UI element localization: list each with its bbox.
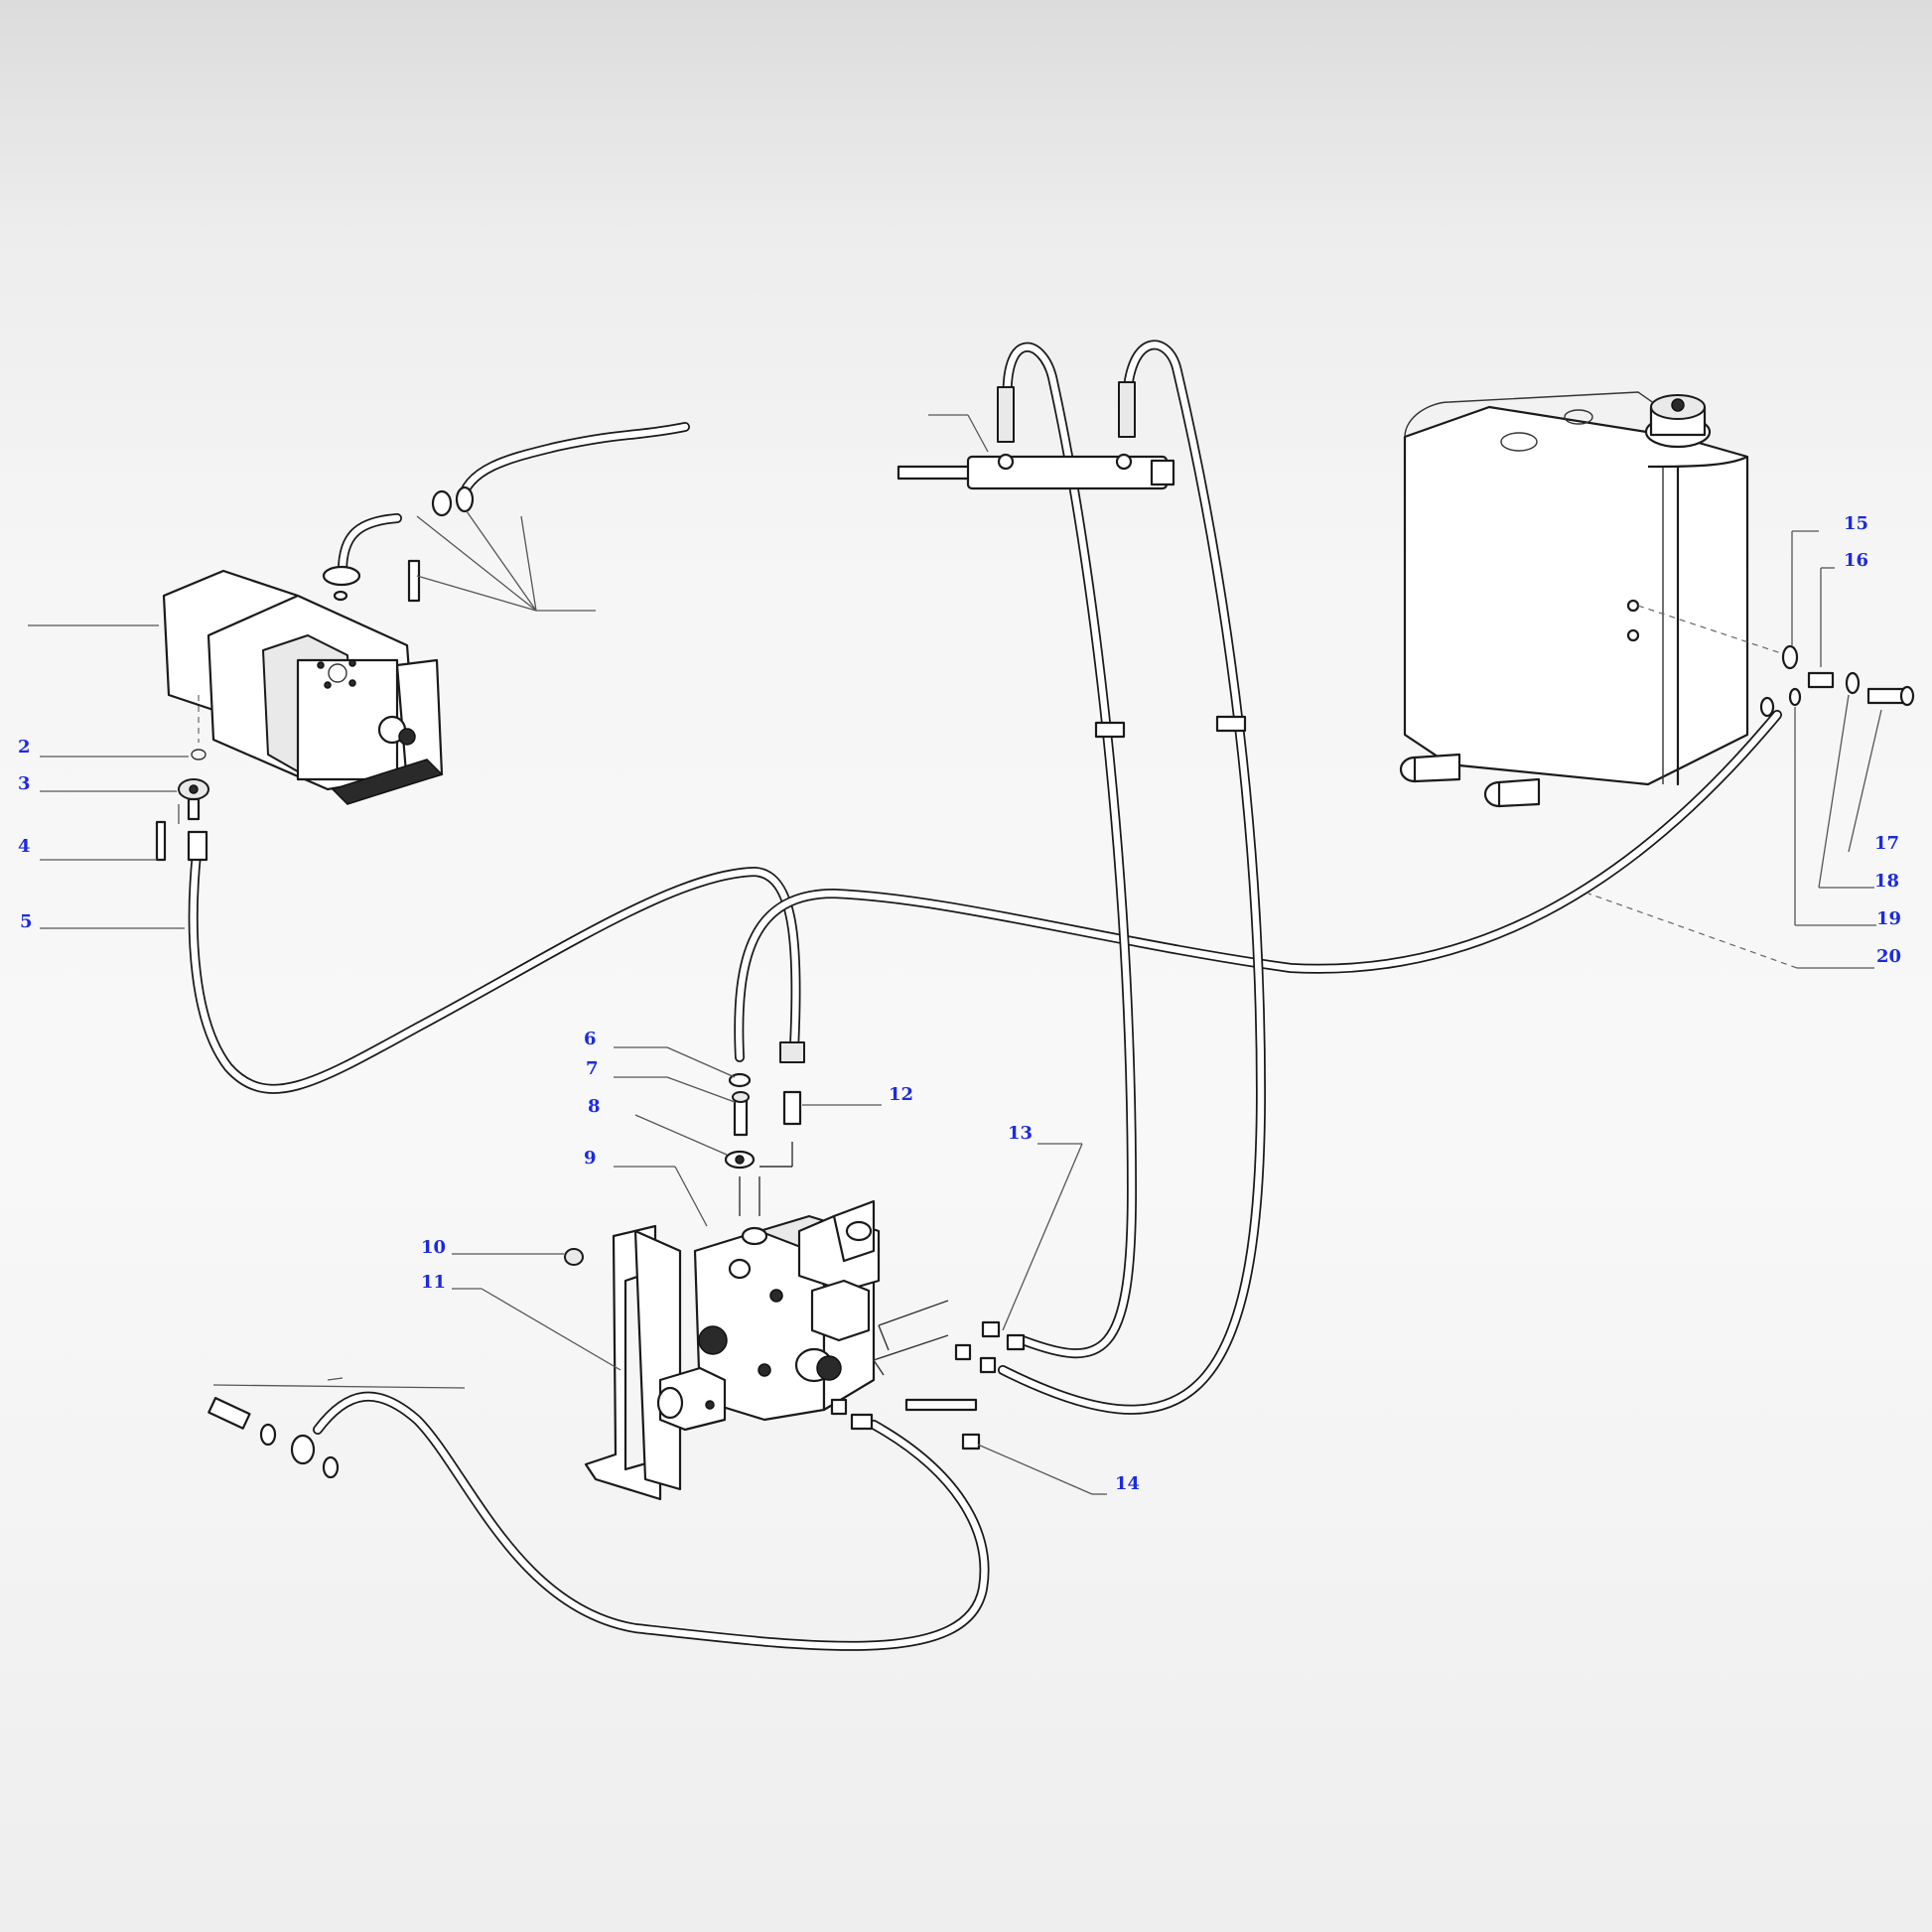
control-valve-block xyxy=(564,1142,881,1501)
callout-16: 16 xyxy=(1844,550,1868,571)
callout-2: 2 xyxy=(18,737,31,758)
hose-cylinder-b xyxy=(998,340,1266,1415)
callout-7: 7 xyxy=(586,1058,599,1079)
suction-flange xyxy=(322,485,596,612)
hose-20 xyxy=(734,710,1782,1062)
hydraulic-pump xyxy=(28,569,444,805)
hose-5 xyxy=(188,849,801,1094)
callout-3: 3 xyxy=(18,773,31,794)
tank-side-fittings xyxy=(1759,644,1915,718)
hose-bottom-loop xyxy=(313,1391,990,1651)
callout-18: 18 xyxy=(1874,871,1899,892)
hoses xyxy=(188,340,1782,1651)
pump-outlet-fittings xyxy=(155,695,209,862)
callout-11: 11 xyxy=(421,1272,446,1293)
callout-labels: 2 3 4 5 6 7 8 9 10 11 12 13 14 15 16 17 … xyxy=(18,513,1901,1494)
callout-14: 14 xyxy=(1115,1473,1140,1494)
callout-5: 5 xyxy=(20,911,33,932)
callout-13: 13 xyxy=(1008,1123,1033,1144)
callout-8: 8 xyxy=(588,1096,601,1117)
callout-10: 10 xyxy=(421,1237,446,1258)
valve-upper-fittings xyxy=(724,1041,805,1170)
callout-20: 20 xyxy=(1876,946,1901,967)
steering-cylinder xyxy=(897,381,1247,739)
oil-tank xyxy=(1399,391,1788,808)
callout-15: 15 xyxy=(1844,513,1868,534)
callout-4: 4 xyxy=(18,836,31,857)
valve-right-fittings xyxy=(830,1300,1026,1450)
callout-17: 17 xyxy=(1874,833,1899,854)
callout-12: 12 xyxy=(889,1084,913,1105)
callout-6: 6 xyxy=(584,1029,597,1049)
callout-19: 19 xyxy=(1876,908,1901,929)
leader-lines xyxy=(40,530,1882,1495)
suction-pipe xyxy=(338,422,690,576)
hose-cylinder-a xyxy=(1002,342,1137,1359)
callout-9: 9 xyxy=(584,1148,597,1169)
bottom-left-fittings xyxy=(207,1377,466,1479)
